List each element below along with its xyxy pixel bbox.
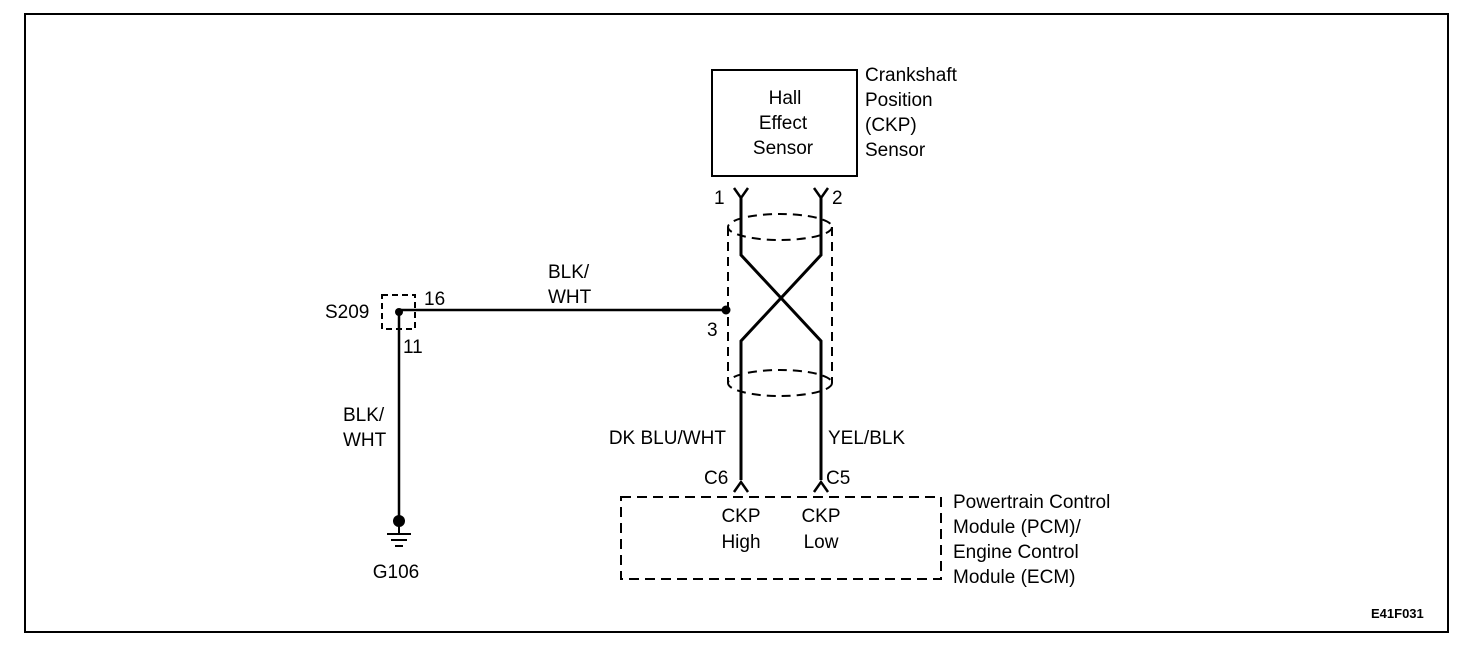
module-right-signal: CKP [801,506,840,527]
module-terminal-c6-icon [732,479,750,493]
sensor-name-line: Position [865,90,933,111]
sensor-terminal-1-icon [732,187,750,201]
diagram-frame [24,13,1449,633]
cable-shield [727,213,833,397]
shield-pin: 3 [707,320,718,341]
module-terminal-c5-icon [812,479,830,493]
module-box [620,496,942,580]
ground-wire-color: BLK/ [343,405,385,426]
ground-wire-color: WHT [343,430,387,451]
drain-wire-color: BLK/ [548,262,590,283]
module-name-line: Module (PCM)/ [953,517,1081,538]
splice-name: S209 [325,302,369,323]
pcm-ecm-module: C6 C5 CKP High CKP Low Powertrain Contro… [620,468,1110,588]
sensor-name-line: Crankshaft [865,65,958,86]
module-name-line: Engine Control [953,542,1079,563]
shield-bottom-ellipse [727,369,833,397]
sensor-pin-left: 1 [714,188,725,209]
sensor-pin-right: 2 [832,188,843,209]
module-name-line: Module (ECM) [953,567,1075,588]
drain-wire-color: WHT [548,287,592,308]
splice-pin-bottom: 11 [403,337,423,358]
module-pin-left: C6 [704,468,728,489]
splice-pin-top: 16 [424,289,445,310]
left-wire-color: DK BLU/WHT [609,428,727,449]
module-name-line: Powertrain Control [953,492,1110,513]
sensor-name-line: Sensor [865,140,926,161]
shield-top-ellipse [727,213,833,241]
wire-right-path [739,198,823,480]
sensor-box-line: Hall [769,88,802,109]
ground-g106: G106 [373,515,419,583]
module-right-signal: Low [804,532,839,553]
sensor-box-line: Effect [759,113,808,134]
module-pin-right: C5 [826,468,850,489]
hall-effect-sensor-box [711,69,858,177]
ground-icon [387,521,411,547]
ground-name: G106 [373,562,419,583]
splice-s209: S209 16 11 [325,289,445,358]
sensor-name-line: (CKP) [865,115,917,136]
module-left-signal: High [721,532,760,553]
sensor-box-line: Sensor [753,138,814,159]
wire-left-path [739,198,823,480]
figure-code: E41F031 [1371,606,1424,621]
right-wire-color: YEL/BLK [828,428,905,449]
sensor-terminal-2-icon [812,187,830,201]
twisted-pair [739,198,823,480]
ckp-sensor: Hall Effect Sensor Crankshaft Position (… [711,65,958,209]
module-left-signal: CKP [721,506,760,527]
